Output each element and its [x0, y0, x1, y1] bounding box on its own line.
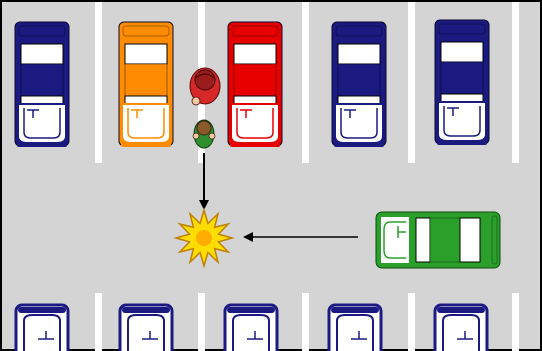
parked-navy-car — [433, 303, 489, 351]
parked-navy-car — [327, 303, 383, 351]
stall-line — [408, 293, 415, 351]
stall-line — [512, 293, 519, 351]
parked-orange-car — [118, 21, 174, 147]
parked-navy-car — [118, 303, 174, 351]
stall-line — [512, 2, 519, 163]
parked-navy-car — [14, 303, 70, 351]
parked-navy-car — [331, 21, 387, 147]
stall-lines-bottom — [95, 293, 519, 351]
stall-line — [408, 2, 415, 163]
stall-line — [302, 293, 309, 351]
pedestrian-adult — [189, 67, 221, 106]
stall-line — [198, 293, 205, 351]
pedestrian-child — [192, 119, 216, 149]
moving-car — [375, 211, 501, 269]
pedestrians — [189, 67, 221, 149]
stall-line — [95, 293, 102, 351]
stall-line — [95, 2, 102, 163]
parked-navy-car — [223, 303, 279, 351]
parked-red-car — [227, 21, 283, 147]
parked-cars-top-row — [14, 19, 490, 147]
collision-burst-icon — [173, 207, 235, 269]
parked-navy-car — [434, 19, 490, 145]
parked-navy-car — [14, 21, 70, 147]
parked-cars-bottom-row — [14, 303, 489, 351]
stall-line — [302, 2, 309, 163]
